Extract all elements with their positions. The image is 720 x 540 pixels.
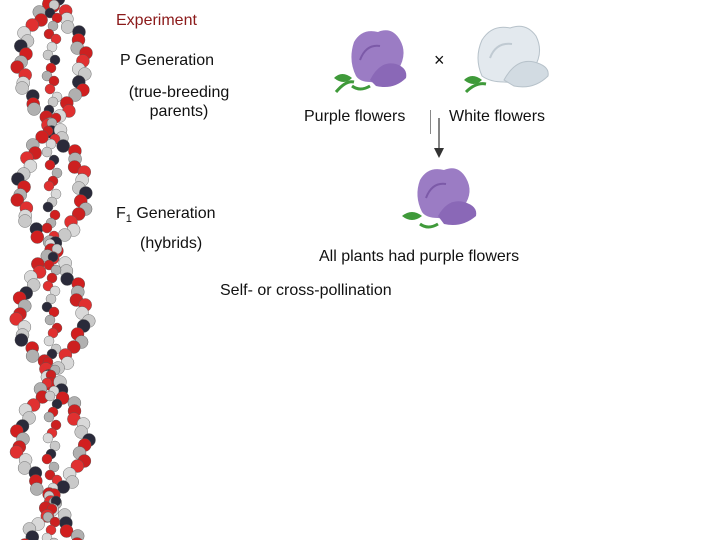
dna-atom [43, 411, 55, 423]
cross-symbol: × [434, 50, 445, 70]
dna-atom [25, 349, 40, 363]
dna-atom [25, 18, 39, 32]
dna-atom [25, 530, 39, 540]
dna-atom [41, 453, 53, 465]
arrow-down-icon [434, 118, 444, 158]
cross-divider-line [430, 110, 431, 134]
dna-atom [71, 529, 85, 540]
dna-atom [56, 139, 70, 153]
f1-purple-flower-image [402, 168, 477, 229]
f1-label-prefix: F [116, 205, 126, 222]
dna-atom [44, 390, 56, 402]
white-flower-image [464, 25, 549, 94]
purple-flower-image [334, 30, 407, 93]
dna-atom [42, 432, 54, 444]
f1-label-subscript: 1 [125, 213, 132, 226]
dna-atom [60, 272, 74, 286]
p-generation-sublabel: (true-breeding parents) [128, 84, 230, 120]
dna-atom [18, 214, 32, 228]
white-flowers-label: White flowers [449, 108, 546, 125]
dna-atom [9, 445, 24, 459]
dna-atom [67, 340, 81, 354]
dna-atom [43, 180, 55, 192]
dna-atom [41, 146, 53, 158]
f1-result-label: All plants had purple flowers [319, 248, 520, 265]
dna-atom [10, 60, 24, 74]
dna-atom [14, 333, 29, 347]
dna-helix-image [9, 0, 96, 540]
p-generation-label: P Generation [120, 52, 214, 69]
f1-label-suffix: Generation [131, 205, 216, 222]
experiment-heading: Experiment [116, 12, 197, 29]
dna-atom [41, 222, 53, 234]
dna-atom [10, 193, 24, 207]
dna-atom [42, 201, 54, 213]
dna-atom [68, 88, 82, 102]
dna-atom [30, 482, 44, 496]
dna-atom [44, 159, 56, 171]
dna-atom [9, 312, 23, 326]
dna-atom [44, 83, 56, 95]
f1-generation-label: F1 Generation [116, 205, 216, 225]
dna-atom [44, 314, 56, 326]
dna-atom [27, 102, 41, 116]
dna-atom [60, 20, 75, 34]
dna-atom [71, 537, 83, 540]
dna-atom [41, 532, 53, 540]
purple-flowers-label: Purple flowers [304, 108, 406, 125]
dna-atom [43, 335, 55, 347]
dna-atom [30, 230, 44, 244]
dna-atom [15, 81, 29, 95]
f1-generation-sublabel: (hybrids) [140, 235, 203, 252]
pollination-label: Self- or cross-pollination [220, 282, 392, 299]
dna-atom [59, 524, 74, 538]
dna-atom [35, 130, 49, 144]
